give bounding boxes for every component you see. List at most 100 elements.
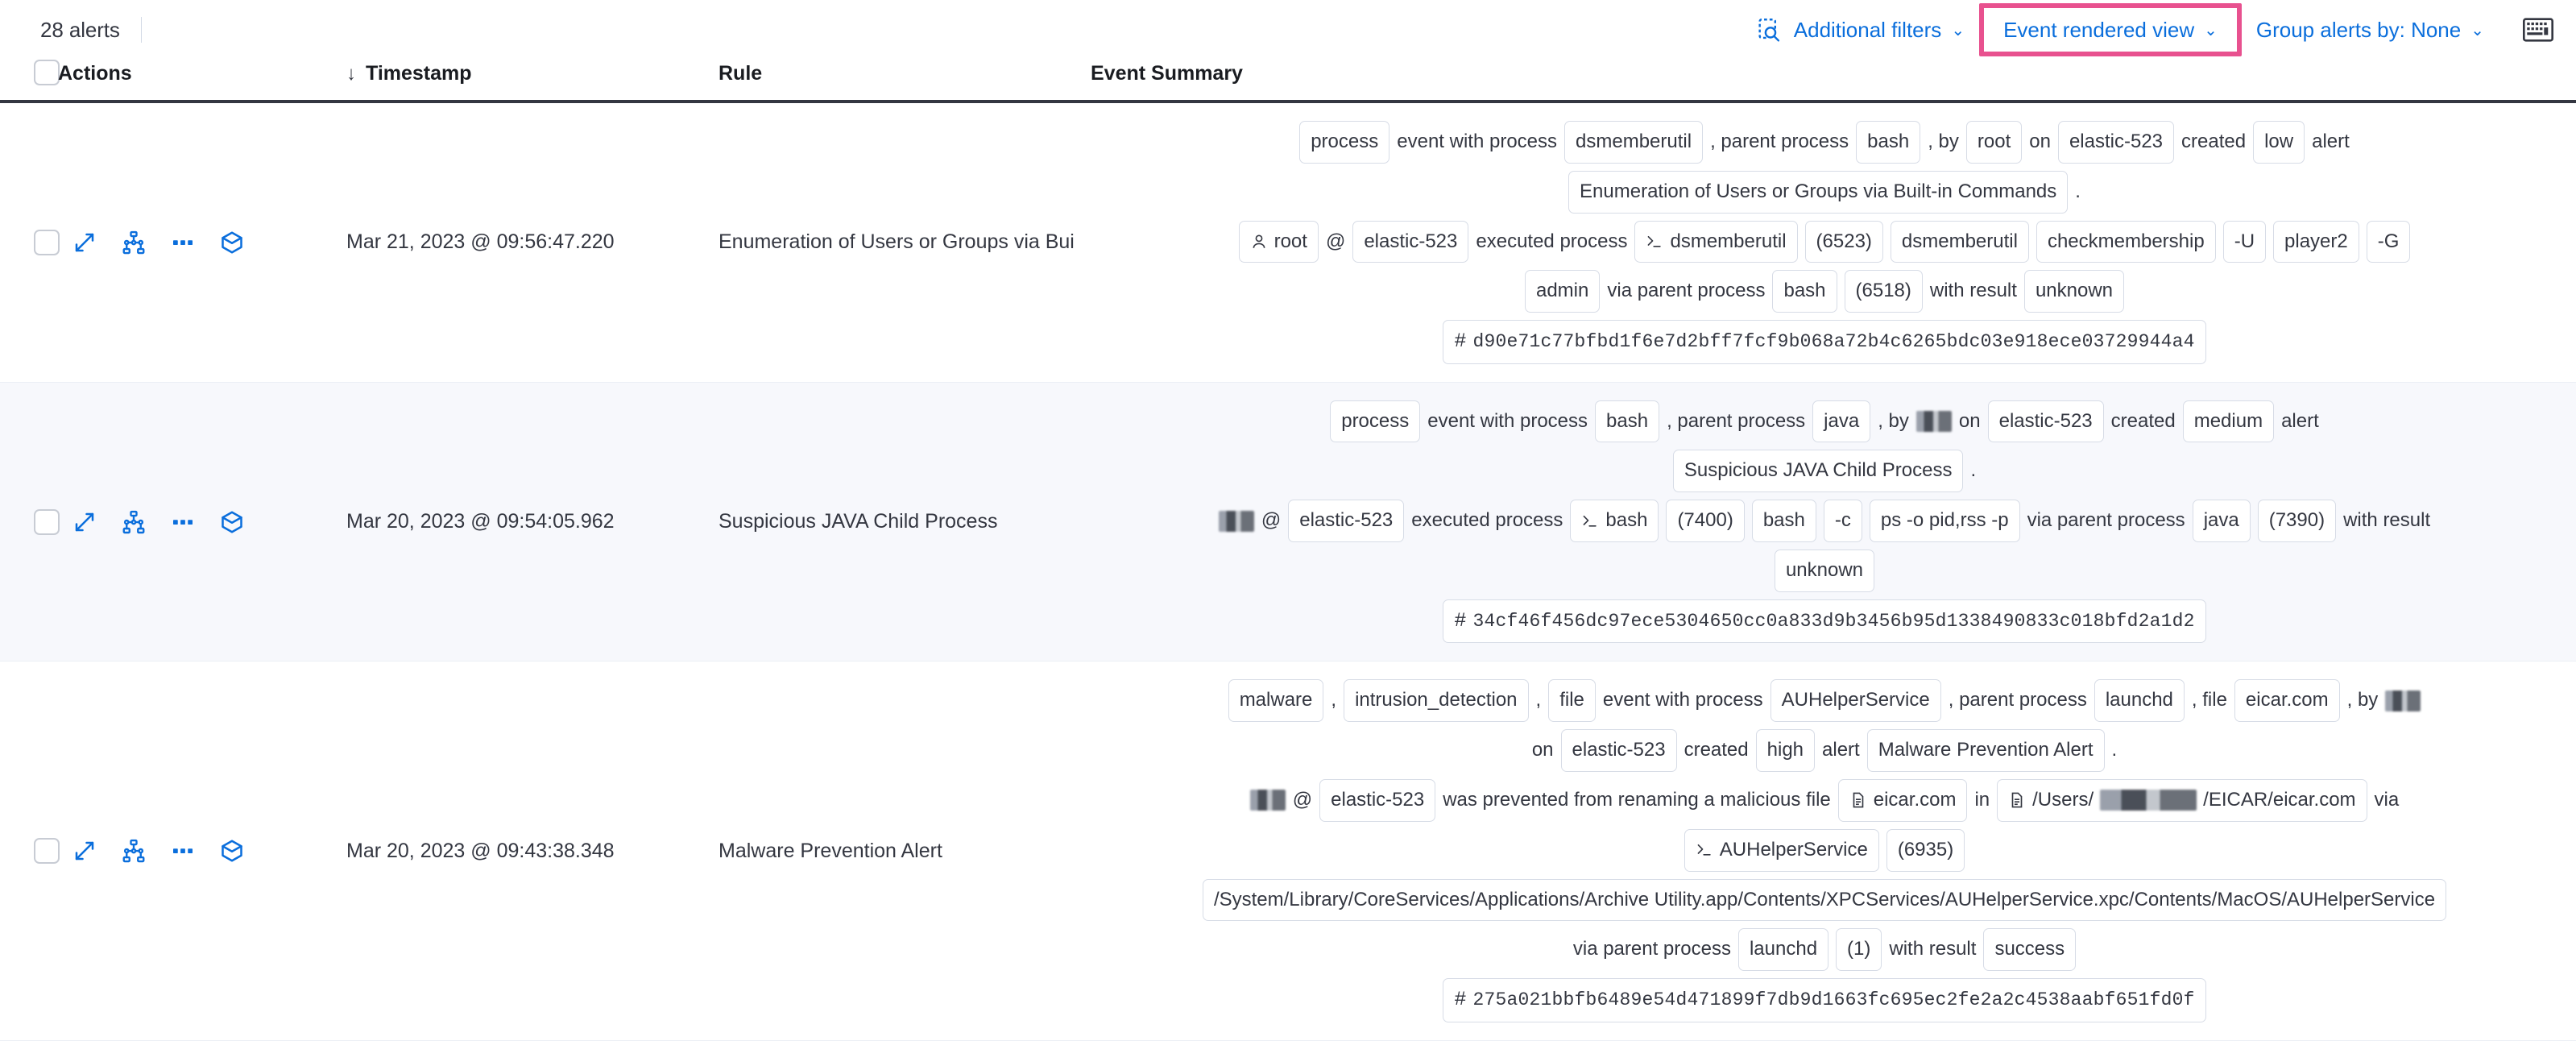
more-options-icon[interactable] xyxy=(171,510,195,534)
summary-chip[interactable]: (7400) xyxy=(1666,500,1745,543)
select-all-checkbox[interactable] xyxy=(34,60,60,85)
summary-chip[interactable]: AUHelperService xyxy=(1770,679,1941,723)
session-cube-icon[interactable] xyxy=(220,230,244,255)
event-hash-chip[interactable]: #34cf46f456dc97ece5304650cc0a833d9b3456b… xyxy=(1443,599,2206,644)
summary-chip[interactable]: (6523) xyxy=(1804,220,1883,263)
rule-cell[interactable]: Suspicious JAVA Child Process xyxy=(719,382,1091,662)
redacted-value xyxy=(1249,790,1286,811)
session-cube-icon[interactable] xyxy=(220,839,244,863)
row-checkbox[interactable] xyxy=(34,838,60,865)
summary-chip[interactable]: dsmemberutil xyxy=(1890,220,2029,263)
summary-chip[interactable]: java xyxy=(1812,400,1871,443)
chip-label: checkmembership xyxy=(2047,230,2205,252)
event-hash-chip[interactable]: #275a021bbfb6489e54d471899f7db9d1663fc69… xyxy=(1443,978,2206,1022)
summary-chip[interactable]: elastic-523 xyxy=(2057,121,2175,164)
summary-chip[interactable]: elastic-523 xyxy=(1352,220,1469,263)
event-rendered-view-label: Event rendered view xyxy=(2003,18,2195,42)
analyzer-graph-icon[interactable] xyxy=(122,230,146,255)
summary-chip[interactable]: elastic-523 xyxy=(1987,400,2104,443)
file-path-chip[interactable]: /Users//EICAR/eicar.com xyxy=(1997,778,2367,822)
summary-text: via parent process xyxy=(2027,509,2185,532)
summary-chip[interactable]: root xyxy=(1238,220,1319,263)
expand-icon[interactable] xyxy=(72,510,97,534)
timestamp-header[interactable]: ↓ Timestamp xyxy=(346,55,719,102)
summary-chip[interactable]: malware xyxy=(1228,679,1324,723)
chevron-down-icon: ⌄ xyxy=(1951,22,1965,39)
summary-chip[interactable]: checkmembership xyxy=(2036,220,2216,263)
expand-icon[interactable] xyxy=(72,839,97,863)
summary-chip[interactable]: success xyxy=(1983,928,2077,972)
summary-chip[interactable]: AUHelperService xyxy=(1684,828,1879,872)
summary-chip[interactable]: file xyxy=(1548,679,1596,723)
summary-chip[interactable]: /System/Library/CoreServices/Application… xyxy=(1202,878,2447,922)
alerts-table: Actions ↓ Timestamp Rule Event Summary M… xyxy=(0,55,2576,1041)
rule-cell[interactable]: Malware Prevention Alert xyxy=(719,661,1091,1041)
chip-label: launchd xyxy=(1749,938,1818,960)
summary-chip[interactable]: bash xyxy=(1570,500,1659,543)
summary-text: with result xyxy=(1929,280,2017,302)
summary-chip[interactable]: dsmemberutil xyxy=(1564,121,1704,164)
session-cube-icon[interactable] xyxy=(220,510,244,534)
summary-chip[interactable]: Malware Prevention Alert xyxy=(1866,729,2105,772)
more-options-icon[interactable] xyxy=(171,230,195,255)
chevron-down-icon: ⌄ xyxy=(2470,22,2484,39)
rule-cell[interactable]: Enumeration of Users or Groups via Bui xyxy=(719,102,1091,383)
summary-chip[interactable]: -G xyxy=(2366,220,2411,263)
summary-text: event with process xyxy=(1427,409,1588,432)
chip-label: elastic-523 xyxy=(2069,131,2164,152)
summary-chip[interactable]: eicar.com xyxy=(1837,778,1968,822)
summary-text: created xyxy=(2181,131,2247,152)
summary-chip[interactable]: java xyxy=(2192,500,2251,543)
rule-header[interactable]: Rule xyxy=(719,55,1091,102)
summary-chip[interactable]: unknown xyxy=(1774,550,1875,592)
summary-chip[interactable]: (6518) xyxy=(1844,270,1923,313)
event-rendered-view-button[interactable]: Event rendered view ⌄ xyxy=(1992,11,2229,48)
summary-chip[interactable]: Suspicious JAVA Child Process xyxy=(1672,450,1964,493)
summary-chip[interactable]: bash xyxy=(1856,121,1921,164)
inspect-search-icon[interactable] xyxy=(1755,16,1783,44)
summary-chip[interactable]: admin xyxy=(1524,270,1601,313)
summary-chip[interactable]: elastic-523 xyxy=(1319,778,1436,822)
summary-chip[interactable]: dsmemberutil xyxy=(1634,220,1798,263)
summary-chip[interactable]: (7390) xyxy=(2257,500,2337,543)
summary-chip[interactable]: bash xyxy=(1595,400,1660,443)
summary-chip[interactable]: high xyxy=(1755,729,1816,772)
event-hash-chip[interactable]: #d90e71c77bfbd1f6e7d2bff7fcf9b068a72b4c6… xyxy=(1443,320,2206,364)
summary-chip[interactable]: -c xyxy=(1823,500,1862,543)
summary-chip[interactable]: (6935) xyxy=(1886,828,1965,872)
additional-filters-button[interactable]: Additional filters ⌄ xyxy=(1783,11,1976,48)
summary-chip[interactable]: elastic-523 xyxy=(1560,729,1677,772)
summary-chip[interactable]: process xyxy=(1299,121,1390,164)
summary-text: was prevented from renaming a malicious … xyxy=(1443,788,1831,811)
summary-text: , by xyxy=(1928,131,1959,152)
chip-label: process xyxy=(1341,409,1410,432)
summary-chip[interactable]: medium xyxy=(2182,400,2275,443)
summary-chip[interactable]: launchd xyxy=(1737,928,1829,972)
summary-chip[interactable]: bash xyxy=(1751,500,1816,543)
summary-chip[interactable]: root xyxy=(1965,121,2023,164)
summary-chip[interactable]: low xyxy=(2253,121,2305,164)
summary-chip[interactable]: eicar.com xyxy=(2234,679,2340,723)
analyzer-graph-icon[interactable] xyxy=(122,510,146,534)
group-alerts-by-button[interactable]: Group alerts by: None ⌄ xyxy=(2245,11,2495,48)
keyboard-icon[interactable] xyxy=(2522,18,2554,42)
expand-icon[interactable] xyxy=(72,230,97,255)
summary-chip[interactable]: intrusion_detection xyxy=(1344,679,1529,723)
analyzer-graph-icon[interactable] xyxy=(122,839,146,863)
summary-chip[interactable]: bash xyxy=(1772,270,1837,313)
row-checkbox[interactable] xyxy=(34,508,60,535)
summary-chip[interactable]: process xyxy=(1330,400,1421,443)
summary-chip[interactable]: elastic-523 xyxy=(1288,500,1405,543)
row-checkbox[interactable] xyxy=(34,229,60,255)
summary-chip[interactable]: (1) xyxy=(1836,928,1882,972)
summary-chip[interactable]: unknown xyxy=(2023,270,2125,313)
summary-chip[interactable]: player2 xyxy=(2273,220,2359,263)
summary-chip[interactable]: ps -o pid,rss -p xyxy=(1869,500,2020,543)
summary-chip[interactable]: -U xyxy=(2222,220,2267,263)
summary-chip[interactable]: launchd xyxy=(2094,679,2185,723)
more-options-icon[interactable] xyxy=(171,839,195,863)
summary-chip[interactable]: Enumeration of Users or Groups via Built… xyxy=(1568,170,2069,214)
